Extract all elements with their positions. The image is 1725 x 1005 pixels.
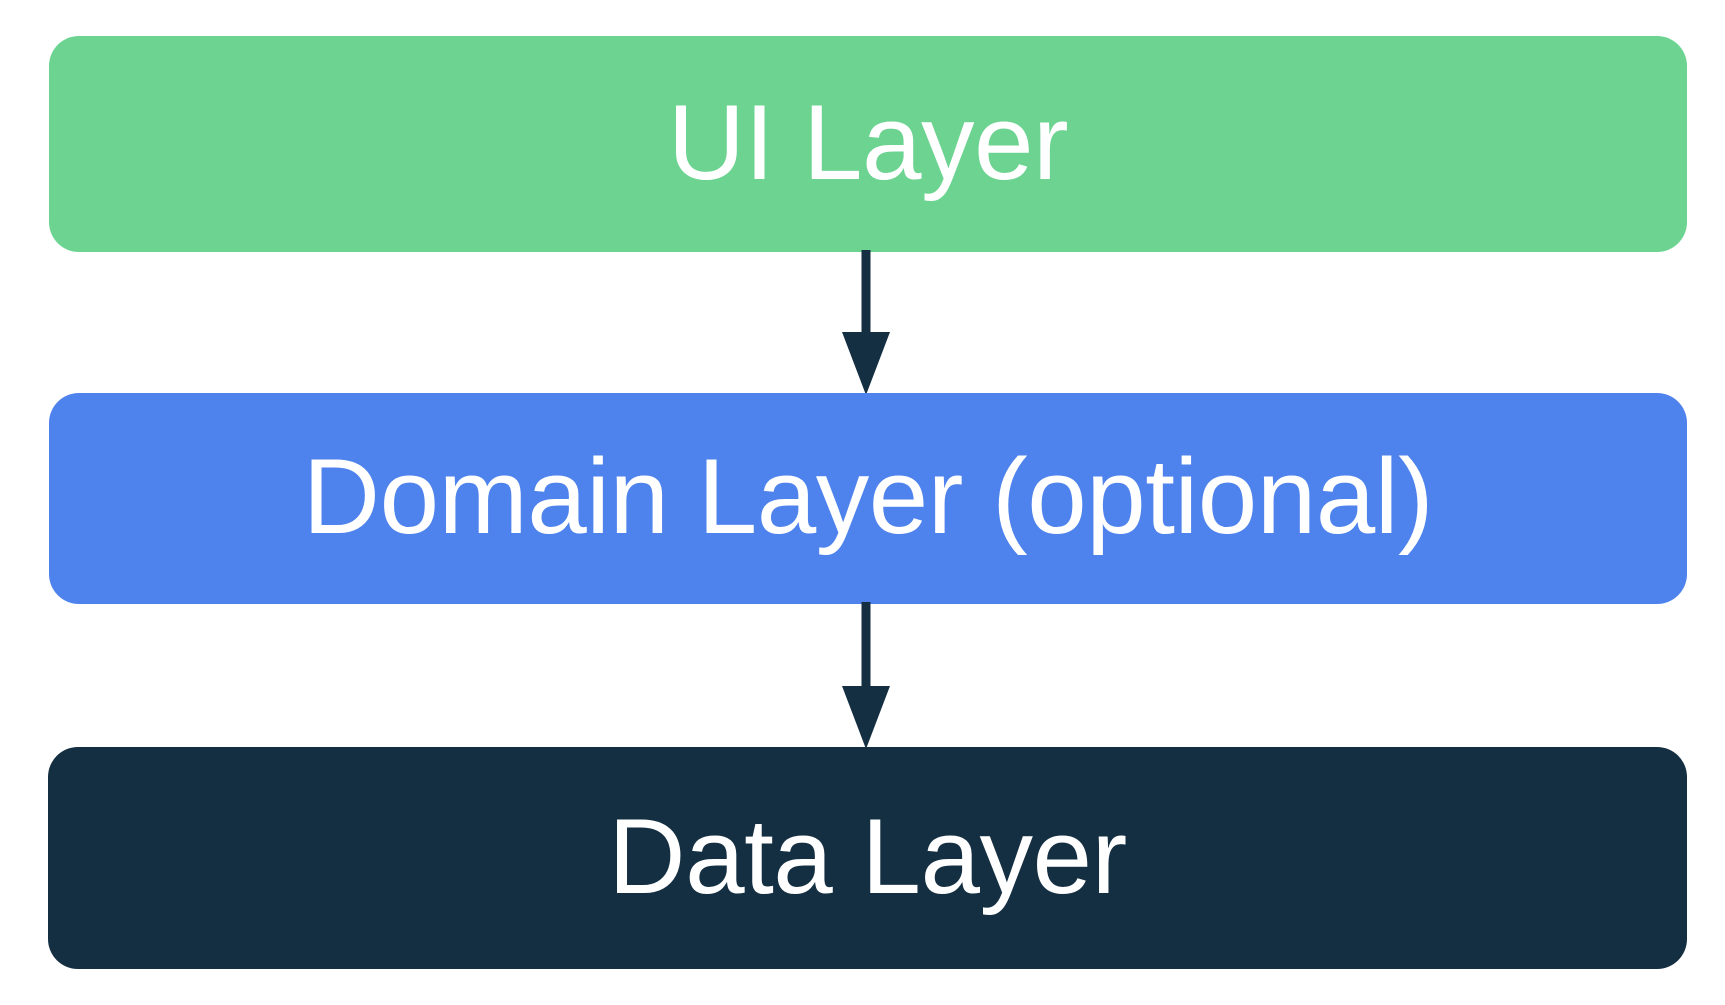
layer-label-ui: UI Layer bbox=[667, 81, 1069, 202]
down-arrow-icon-ui-to-domain bbox=[841, 250, 891, 395]
layer-box-ui[interactable]: UI Layer bbox=[49, 36, 1687, 252]
down-arrow-icon-domain-to-data bbox=[841, 602, 891, 749]
layer-label-domain: Domain Layer (optional) bbox=[302, 436, 1434, 556]
layer-box-domain[interactable]: Domain Layer (optional) bbox=[49, 393, 1687, 604]
layer-label-data: Data Layer bbox=[608, 795, 1127, 916]
layer-box-data[interactable]: Data Layer bbox=[48, 747, 1687, 969]
